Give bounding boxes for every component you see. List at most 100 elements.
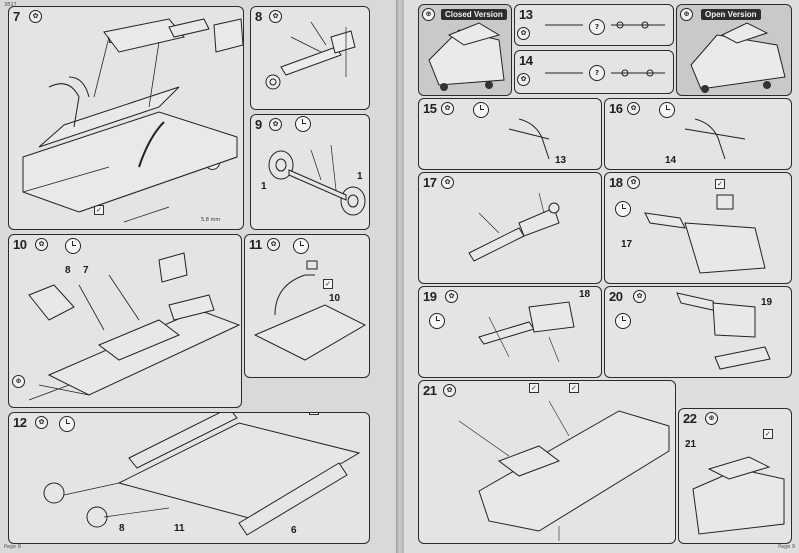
part-label: 18 xyxy=(579,289,591,300)
clock-icon xyxy=(293,238,309,254)
axle-drawing xyxy=(268,144,366,216)
step-18-panel: 18 ✿ 17 ✓ xyxy=(604,172,792,284)
step-number: 20 xyxy=(609,289,623,304)
part-label: 7 xyxy=(83,265,89,276)
glue-icon: ✿ xyxy=(633,290,646,303)
page-number-right: Page 9 xyxy=(778,544,795,550)
closed-version-panel: ⊕ Closed Version xyxy=(418,4,512,96)
step-number: 12 xyxy=(13,415,27,430)
part-label: 21 xyxy=(685,439,697,450)
left-page: 3827 Page 8 7 ✿ ! 5,8 mm ✓ ✓ xyxy=(0,0,396,553)
check-mark: ✓ xyxy=(715,179,725,189)
step-22-drawing xyxy=(692,456,785,535)
glue-icon: ✿ xyxy=(441,102,454,115)
glue-icon: ✿ xyxy=(627,102,640,115)
part-label: 8 xyxy=(65,265,71,276)
tracks-drawing xyxy=(43,413,361,536)
superstructure-drawing xyxy=(253,260,367,361)
paint-icon: ⊕ xyxy=(680,8,693,21)
page-code: 3827 xyxy=(4,2,17,8)
check-mark: ✓ xyxy=(309,413,319,415)
part-label: 8 xyxy=(119,523,125,534)
part-label: 1 xyxy=(261,181,267,192)
part-13-drawing xyxy=(545,21,665,29)
upper-hull-drawing xyxy=(458,400,670,541)
step-number: 9 xyxy=(255,117,262,132)
step-13-panel: 13 ✿ ? xyxy=(514,4,674,46)
step-12-panel: 12 ✿ 5 8 11 6 ✓ xyxy=(8,412,370,544)
glue-icon: ✿ xyxy=(269,118,282,131)
step-16-drawing xyxy=(684,118,746,160)
paint-icon: ⊕ xyxy=(422,8,435,21)
clock-icon xyxy=(429,313,445,329)
step-number: 8 xyxy=(255,9,262,24)
step-11-panel: 11 ✿ 10 ✓ xyxy=(244,234,370,378)
step-22-panel: 22 ⊕ 21 ✓ xyxy=(678,408,792,544)
closed-vehicle-drawing xyxy=(428,22,505,91)
right-page: Page 9 ⊕ Closed Version 13 ✿ ? xyxy=(404,0,799,553)
check-mark: ✓ xyxy=(529,383,539,393)
clock-icon xyxy=(473,102,489,118)
step-number: 14 xyxy=(519,53,533,68)
step-number: 21 xyxy=(423,383,437,398)
drive-shaft-drawing xyxy=(265,21,356,90)
glue-icon: ✿ xyxy=(269,10,282,23)
gun-assembly-drawing xyxy=(468,192,560,262)
step-number: 7 xyxy=(13,9,20,24)
open-version-label: Open Version xyxy=(701,9,761,20)
page-number-left: Page 8 xyxy=(4,544,21,550)
step-10-panel: 10 ✿ 8 7 ⊕ xyxy=(8,234,242,408)
step-number: 17 xyxy=(423,175,437,190)
step-15-drawing xyxy=(508,118,550,160)
glue-icon: ✿ xyxy=(445,290,458,303)
step-number: 19 xyxy=(423,289,437,304)
part-label: 5 xyxy=(169,413,175,414)
open-vehicle-drawing xyxy=(690,22,786,93)
part-14-drawing xyxy=(545,69,665,77)
glue-icon: ✿ xyxy=(443,384,456,397)
check-mark: ✓ xyxy=(763,429,773,439)
part-label: 11 xyxy=(174,523,185,534)
step-7-panel: 7 ✿ ! 5,8 mm ✓ ✓ xyxy=(8,6,244,230)
glue-icon: ✿ xyxy=(29,10,42,23)
part-label: 1 xyxy=(357,171,363,182)
glue-icon: ✿ xyxy=(441,176,454,189)
step-20-drawing xyxy=(676,292,771,370)
step-14-panel: 14 ✿ ? xyxy=(514,50,674,94)
hull-interior-drawing xyxy=(28,252,241,401)
step-20-panel: 20 ✿ 19 xyxy=(604,286,792,378)
step-17-panel: 17 ✿ xyxy=(418,172,602,284)
clock-icon xyxy=(295,116,311,132)
step-number: 15 xyxy=(423,101,437,116)
check-mark: ✓ xyxy=(569,383,579,393)
clock-icon xyxy=(59,416,75,432)
step-21-panel: 21 ✿ ✓ ✓ xyxy=(418,380,676,544)
part-label: 6 xyxy=(291,525,297,536)
check-mark: ✓ xyxy=(323,279,333,289)
step-number: 18 xyxy=(609,175,623,190)
hull-drawing xyxy=(22,18,243,223)
step-number: 10 xyxy=(13,237,27,252)
glue-icon: ✿ xyxy=(627,176,640,189)
part-label: 14 xyxy=(665,155,677,166)
step-16-panel: 16 ✿ 14 xyxy=(604,98,792,170)
part-label: 17 xyxy=(621,239,633,250)
part-label: 10 xyxy=(329,293,341,304)
help-icon: ? xyxy=(589,19,605,35)
paint-icon: ⊕ xyxy=(12,375,25,388)
glue-icon: ✿ xyxy=(517,73,530,86)
glue-icon: ✿ xyxy=(267,238,280,251)
help-icon: ? xyxy=(589,65,605,81)
glue-icon: ✿ xyxy=(35,238,48,251)
clock-icon xyxy=(615,201,631,217)
glue-icon: ✿ xyxy=(35,416,48,429)
closed-version-label: Closed Version xyxy=(441,9,507,20)
page-gutter xyxy=(396,0,404,553)
clock-icon xyxy=(659,102,675,118)
step-9-panel: 9 ✿ 1 1 xyxy=(250,114,370,230)
step-8-panel: 8 ✿ xyxy=(250,6,370,110)
gun-mount-drawing xyxy=(644,194,766,274)
paint-icon: ⊕ xyxy=(705,412,718,425)
step-number: 13 xyxy=(519,7,533,22)
